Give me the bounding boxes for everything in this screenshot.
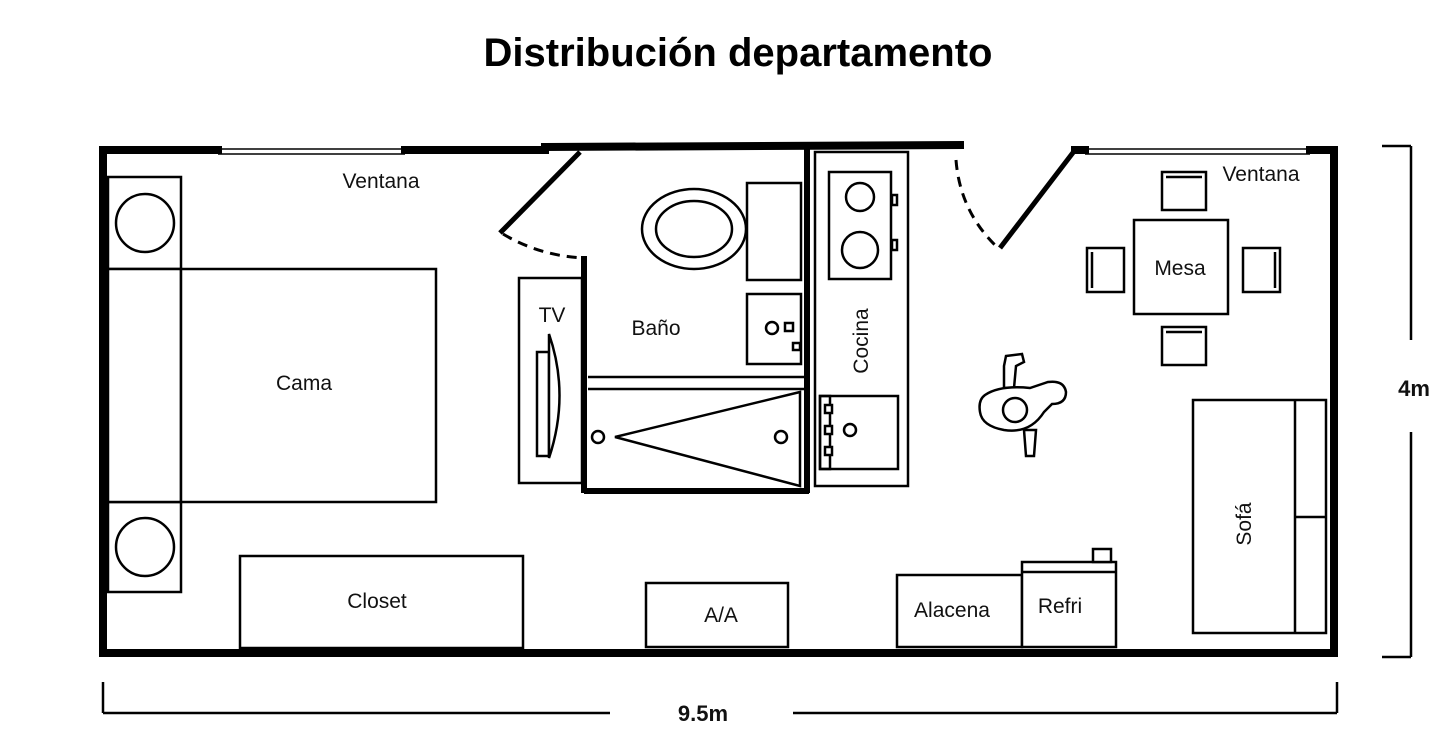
bathroom-sink-icon — [745, 292, 803, 366]
plan-title: Distribución departamento — [484, 31, 993, 75]
chair-icon — [1085, 170, 1282, 367]
nightstand-lamp-icon — [114, 192, 176, 578]
kitchen-sink-icon — [818, 394, 900, 471]
pantry-label: Alacena — [914, 599, 990, 622]
width-dimension — [101, 682, 1339, 715]
pantry — [895, 573, 1024, 649]
bathroom-door[interactable] — [498, 150, 585, 260]
ac-label: A/A — [704, 604, 738, 627]
shower-icon — [588, 375, 805, 488]
stove-icon — [827, 170, 899, 281]
bathroom-label: Baño — [631, 317, 680, 340]
dining-table — [1132, 218, 1230, 316]
tv-label: TV — [539, 304, 566, 327]
sofa — [1191, 398, 1328, 635]
fridge — [1020, 547, 1118, 649]
window-left — [218, 148, 405, 155]
bathroom-walls — [581, 147, 810, 494]
window-right — [1085, 148, 1310, 155]
kitchen-label: Cocina — [850, 308, 873, 374]
sofa-label: Sofá — [1233, 502, 1256, 546]
bed — [106, 175, 438, 594]
bed-label: Cama — [276, 372, 332, 395]
window-left-label: Ventana — [342, 170, 419, 193]
closet — [238, 554, 525, 650]
width-label: 9.5m — [678, 701, 728, 726]
window-right-label: Ventana — [1222, 163, 1299, 186]
closet-label: Closet — [347, 590, 407, 613]
height-label: 4m — [1398, 376, 1430, 401]
fridge-label: Refri — [1038, 595, 1082, 618]
toilet-icon — [640, 181, 803, 282]
ac-unit — [644, 581, 790, 649]
person-icon — [978, 352, 1068, 458]
height-dimension — [1382, 144, 1413, 659]
entrance-door[interactable] — [954, 148, 1077, 250]
outer-walls — [99, 140, 1338, 657]
tv-stand — [517, 276, 584, 485]
table-label: Mesa — [1154, 257, 1206, 280]
